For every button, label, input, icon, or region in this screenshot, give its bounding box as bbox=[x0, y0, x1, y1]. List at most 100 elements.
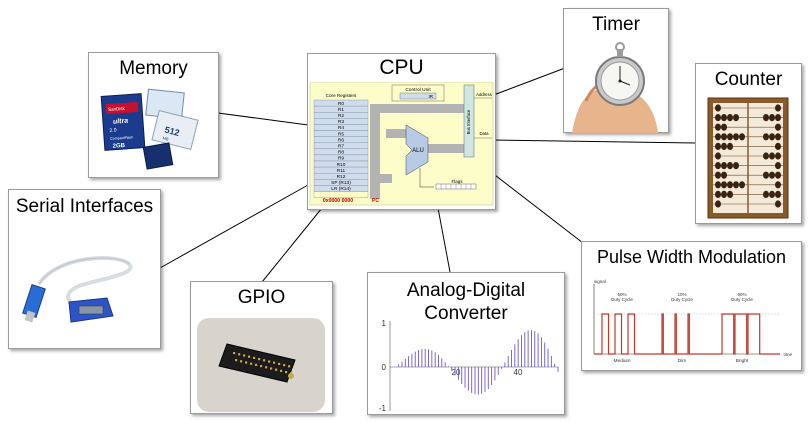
line-pwm bbox=[490, 171, 584, 244]
register-label: SP (R13) bbox=[331, 180, 351, 186]
gpio-title: GPIO bbox=[237, 287, 286, 308]
register-label: R1 bbox=[338, 107, 344, 113]
adc-sample-stems bbox=[394, 330, 559, 395]
memory-title: Memory bbox=[119, 58, 188, 79]
adc-y-tick-0: 0 bbox=[382, 363, 387, 372]
register-label: R12 bbox=[337, 174, 346, 180]
timer-box: Timer bbox=[563, 8, 669, 133]
address-label: Address bbox=[476, 92, 492, 97]
pc-register-cell bbox=[313, 191, 369, 198]
abacus-rods bbox=[713, 103, 783, 213]
adc-sampling-chart: 1 0 -1 20 40 bbox=[379, 319, 559, 413]
serial-interfaces-box: Serial Interfaces bbox=[8, 189, 161, 349]
pwm-bright-label: Bright bbox=[736, 358, 749, 364]
core-registers-label: Core Registers bbox=[326, 93, 357, 98]
line-serial bbox=[159, 184, 309, 269]
sd-card-3 bbox=[142, 142, 174, 170]
flags-label: Flags bbox=[451, 179, 463, 184]
cpu-title: CPU bbox=[379, 56, 424, 79]
adc-title-line1: Analog-Digital bbox=[406, 280, 526, 301]
cpu-block-diagram: Control Unit IR ALU Flags Bus Interface … bbox=[309, 82, 494, 206]
register-label: R3 bbox=[338, 119, 344, 125]
register-label: R0 bbox=[338, 101, 344, 107]
card-capacity-text: 2GB bbox=[112, 143, 125, 150]
pwm-duty-1-pct: 50% bbox=[617, 292, 626, 297]
ir-register bbox=[399, 92, 437, 100]
pwm-time-label: time bbox=[783, 352, 792, 357]
bus-alu-left bbox=[386, 129, 408, 138]
bus-bottom bbox=[370, 174, 392, 183]
usb-connector bbox=[22, 283, 46, 319]
adc-x-tick-40: 40 bbox=[514, 368, 523, 377]
register-label: R9 bbox=[338, 156, 344, 162]
ir-label: IR bbox=[429, 94, 434, 99]
adc-title-line2: Converter bbox=[424, 303, 508, 324]
line-memory bbox=[217, 112, 309, 126]
pc-value: 0x0000 0000 bbox=[323, 198, 353, 204]
alu-shape bbox=[405, 124, 429, 176]
gpio-box: GPIO bbox=[190, 281, 333, 414]
card-mb-text: MB bbox=[162, 135, 169, 141]
adc-y-tick-neg1: -1 bbox=[379, 404, 387, 413]
card-512-text: 512 bbox=[164, 125, 181, 138]
stopwatch-crown bbox=[617, 49, 623, 57]
bus-interface-label: Bus Interface bbox=[466, 109, 471, 134]
register-label: R6 bbox=[338, 137, 344, 143]
pc-label: PC bbox=[372, 198, 379, 204]
register-label: LR (R14) bbox=[331, 186, 351, 192]
register-label: R2 bbox=[338, 113, 344, 119]
card-speed-text: 2.0 bbox=[109, 127, 117, 133]
pwm-chart: signal time 50% Duty Cycle 10% Duty Cycl… bbox=[593, 279, 792, 364]
pwm-dim-label: Dim bbox=[678, 358, 687, 364]
gpio-pins bbox=[233, 352, 293, 375]
pwm-duty-2-label: Duty Cycle bbox=[671, 297, 693, 302]
stopwatch-image bbox=[572, 42, 658, 133]
register-label: R5 bbox=[338, 131, 344, 137]
bus-top bbox=[370, 104, 466, 113]
adc-y-tick-1: 1 bbox=[382, 319, 387, 328]
pwm-medium-label: Medium bbox=[613, 358, 630, 364]
cpu-box: CPU Control Unit IR ALU Flags Bus Inter bbox=[307, 53, 496, 210]
pwm-waveform bbox=[594, 313, 780, 355]
bus-vertical-left bbox=[370, 104, 380, 199]
line-adc bbox=[437, 207, 451, 273]
adc-box: Analog-Digital Converter 1 0 -1 20 40 bbox=[367, 272, 565, 415]
memory-box: Memory SanDisk ultra 2.0 CompactFlash 2G… bbox=[88, 52, 219, 178]
register-label: R10 bbox=[337, 162, 346, 168]
serial-cable-image bbox=[22, 256, 133, 323]
pwm-title: Pulse Width Modulation bbox=[596, 247, 787, 267]
line-gpio bbox=[261, 207, 323, 283]
register-label: R4 bbox=[338, 125, 344, 131]
pwm-duty-2-pct: 10% bbox=[677, 292, 686, 297]
serial-title: Serial Interfaces bbox=[15, 196, 154, 217]
register-label: R8 bbox=[338, 150, 344, 156]
alu-label: ALU bbox=[412, 148, 424, 154]
counter-title: Counter bbox=[714, 69, 783, 90]
card-ultra-text: ultra bbox=[113, 118, 129, 126]
adc-title: Analog-Digital Converter bbox=[368, 279, 564, 325]
card-type-text: CompactFlash bbox=[110, 135, 133, 141]
counter-box: Counter bbox=[695, 63, 802, 224]
gpio-image bbox=[197, 318, 325, 412]
register-label: R11 bbox=[337, 168, 346, 174]
pwm-signal-label: signal bbox=[594, 279, 606, 284]
register-label: R7 bbox=[338, 144, 344, 150]
line-timer bbox=[490, 67, 566, 97]
adc-x-tick-20: 20 bbox=[452, 368, 461, 377]
abacus-image bbox=[707, 97, 789, 219]
pwm-box: Pulse Width Modulation signal time 50% D… bbox=[581, 241, 802, 371]
flags-cells bbox=[440, 184, 472, 189]
card-brand-text: SanDisk bbox=[108, 106, 126, 112]
sd-card-2 bbox=[151, 110, 199, 150]
pwm-duty-3-pct: 90% bbox=[737, 292, 746, 297]
data-label: Data bbox=[479, 131, 489, 136]
memory-cards-image: SanDisk ultra 2.0 CompactFlash 2GB 512 M… bbox=[100, 88, 199, 170]
control-unit-label: Control Unit bbox=[405, 87, 431, 93]
pwm-duty-3-label: Duty Cycle bbox=[731, 297, 753, 302]
timer-title: Timer bbox=[592, 14, 640, 35]
pwm-duty-1-label: Duty Cycle bbox=[611, 297, 633, 302]
bus-alu-right bbox=[426, 144, 466, 153]
